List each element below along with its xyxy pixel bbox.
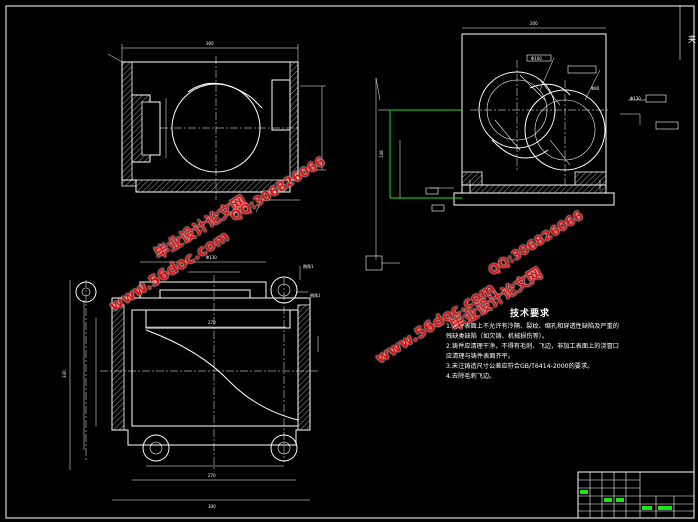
callout-a: 倒角1 [303,263,314,269]
label-phi100: Φ100 [531,56,542,61]
label-phi80: Φ80 [591,86,600,91]
tech-requirements-title: 技术要求 [510,309,551,319]
front-section-view [107,44,326,213]
tech-item: 2.铸件应清理干净，不得有毛刺、飞边，非加工表面上的浇冒口 [446,343,619,350]
dim-bottom-a: 270 [208,473,216,478]
callout-b: 倒角1 [310,292,321,298]
tech-item: 4.去除毛刺飞边。 [446,373,496,380]
tech-requirements-list: 1.铸件表面上不允许有冷隔、裂纹、缩孔和穿透性缺陷及严重的 残缺类缺陷（如欠铸、… [446,322,668,382]
dim-top-right: 200 [530,21,538,26]
dim-bottom-mid: 270 [208,320,216,325]
title-block [577,471,695,519]
corner-label: 夹 [688,35,696,44]
dim-bottom-top: Φ130 [206,255,217,260]
frame-border [5,5,695,519]
top-view [69,261,320,501]
tech-item: 应清理与铸件表面齐平。 [446,353,515,360]
side-view [425,27,679,212]
label-phi130: Φ130 [630,96,641,101]
tech-item: 残缺类缺陷（如欠铸、机械损伤等）。 [446,333,549,340]
dim-left-height: 330 [62,370,67,378]
dim-bottom-b: 300 [208,504,216,509]
green-dimension [365,77,462,271]
tech-item: 1.铸件表面上不允许有冷隔、裂纹、缩孔和穿透性缺陷及严重的 [446,323,619,330]
dim-top-left: 300 [206,41,214,46]
green-dim-label: 148 [379,150,384,158]
tech-item: 3.未注铸造尺寸公差应符合GB/T6414-2000的要求。 [446,363,594,370]
